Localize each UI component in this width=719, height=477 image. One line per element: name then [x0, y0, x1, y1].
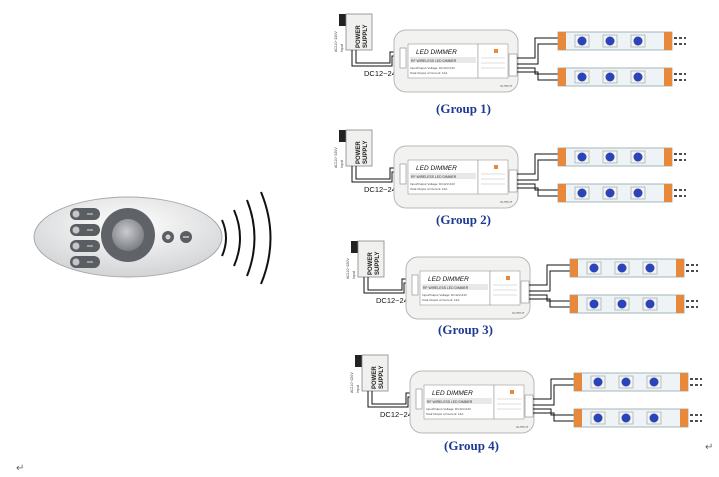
- led-light: [649, 377, 659, 387]
- led-light: [577, 188, 587, 198]
- ac-voltage-text: AC110~220V: [346, 258, 350, 279]
- led-strip: [557, 147, 686, 167]
- wireless-signal-icon: [214, 190, 284, 286]
- led-light: [645, 299, 655, 309]
- power-supply-label: SUPPLY: [363, 25, 369, 48]
- led-strip: [573, 372, 702, 392]
- ac-voltage-text: AC110~220V: [334, 147, 338, 168]
- dimmer-spec: Total Output of Current: 12A: [426, 412, 463, 416]
- led-light: [577, 72, 587, 82]
- output-text: OUTPUT: [500, 200, 513, 204]
- power-supply-label: POWER: [372, 366, 378, 389]
- voltage-label: DC12~24V: [380, 410, 417, 419]
- power-supply-label: SUPPLY: [363, 141, 369, 164]
- led-strip: [569, 294, 698, 314]
- dimmer-subtitle: RF WIRELESS LED DIMMER: [427, 400, 473, 404]
- dimmer-title: LED DIMMER: [428, 276, 469, 283]
- dimmer-title: LED DIMMER: [432, 390, 473, 397]
- voltage-label: DC12~24V: [364, 69, 401, 78]
- ac-voltage-text: AC110~220V: [334, 31, 338, 52]
- led-light: [617, 263, 627, 273]
- led-light: [633, 72, 643, 82]
- output-text: OUTPUT: [516, 425, 529, 429]
- led-light: [605, 72, 615, 82]
- led-strip: [557, 183, 686, 203]
- input-text: Input: [356, 385, 360, 393]
- dimmer-spec: Total Output of Current: 12A: [410, 187, 447, 191]
- dimmer-spec: Input/Output Voltage: DC12V-24V: [426, 407, 471, 411]
- output-text: OUTPUT: [512, 311, 525, 315]
- led-light: [617, 299, 627, 309]
- led-light: [621, 413, 631, 423]
- led-light: [589, 299, 599, 309]
- led-dimmer-controller: LED DIMMER RF WIRELESS LED DIMMER Input/Ou…: [409, 370, 535, 434]
- led-dimmer-controller: LED DIMMER RF WIRELESS LED DIMMER Input/Ou…: [393, 145, 519, 209]
- dimmer-subtitle: RF WIRELESS LED DIMMER: [411, 175, 457, 179]
- led-light: [633, 188, 643, 198]
- dimmer-spec: Input/Output Voltage: DC12V-24V: [410, 66, 455, 70]
- dimmer-spec: Total Output of Current: 12A: [410, 71, 447, 75]
- power-supply-label: SUPPLY: [375, 252, 381, 275]
- led-dimmer-controller: LED DIMMER RF WIRELESS LED DIMMER Input/Ou…: [393, 29, 519, 93]
- paragraph-mark: ↵: [16, 463, 25, 474]
- led-strip: [573, 408, 702, 428]
- dimmer-subtitle: RF WIRELESS LED DIMMER: [411, 59, 457, 63]
- led-dimmer-controller: LED DIMMER RF WIRELESS LED DIMMER Input/Ou…: [405, 256, 531, 320]
- power-supply-label: POWER: [368, 252, 374, 275]
- voltage-label: DC12~24V: [376, 296, 413, 305]
- led-strip: [569, 258, 698, 278]
- dimmer-subtitle: RF WIRELESS LED DIMMER: [423, 286, 469, 290]
- right-buttons: [162, 231, 192, 243]
- voltage-label: DC12~24V: [364, 185, 401, 194]
- led-light: [605, 36, 615, 46]
- led-light: [633, 36, 643, 46]
- led-strip: [557, 67, 686, 87]
- remote-control: [32, 195, 224, 279]
- led-light: [593, 413, 603, 423]
- led-light: [649, 413, 659, 423]
- group-label: (Group 2): [436, 212, 492, 227]
- left-button-pairs: [70, 208, 100, 268]
- remote-control-graphic: [33, 196, 223, 278]
- led-light: [589, 263, 599, 273]
- led-light: [577, 152, 587, 162]
- led-strip: [557, 31, 686, 51]
- group-label: (Group 4): [444, 438, 500, 453]
- group-label: (Group 1): [436, 101, 492, 116]
- dimmer-title: LED DIMMER: [416, 49, 457, 56]
- led-light: [593, 377, 603, 387]
- input-text: Input: [340, 160, 344, 168]
- led-light: [605, 188, 615, 198]
- led-light: [621, 377, 631, 387]
- dimmer-spec: Input/Output Voltage: DC12V-24V: [422, 293, 467, 297]
- group-label: (Group 3): [438, 322, 494, 337]
- led-light: [605, 152, 615, 162]
- power-supply-label: SUPPLY: [379, 366, 385, 389]
- dimmer-title: LED DIMMER: [416, 165, 457, 172]
- dimmer-spec: Total Output of Current: 12A: [422, 298, 459, 302]
- paragraph-mark: ↵: [705, 442, 714, 453]
- dimmer-spec: Input/Output Voltage: DC12V-24V: [410, 182, 455, 186]
- ac-voltage-text: AC110~220V: [350, 372, 354, 393]
- led-light: [633, 152, 643, 162]
- input-text: Input: [340, 44, 344, 52]
- led-light: [645, 263, 655, 273]
- output-text: OUTPUT: [500, 84, 513, 88]
- led-light: [577, 36, 587, 46]
- power-supply-label: POWER: [356, 25, 362, 48]
- power-supply-label: POWER: [356, 141, 362, 164]
- input-text: Input: [352, 271, 356, 279]
